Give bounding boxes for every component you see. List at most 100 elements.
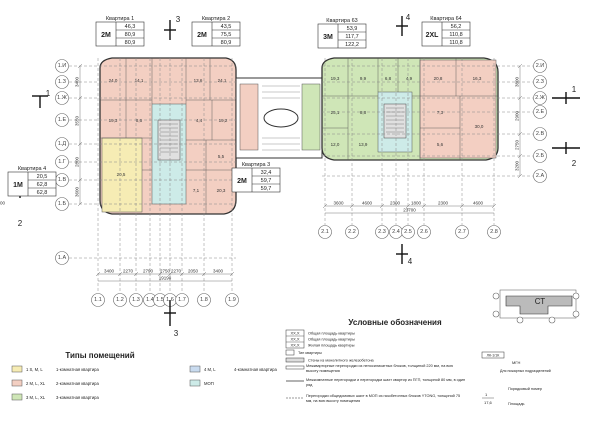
building-2-rooms [322,58,498,160]
b2-dim-0: 3600 [333,201,344,206]
section-mark-1-left: 1 [46,89,51,98]
section-mark-1-right: 1 [572,85,577,94]
left-dim-1: 3550 [75,115,80,126]
stamp-value-kv64-2: 110,8 [449,40,462,46]
stamp-value-kv3-0: 32,4 [261,170,272,176]
axis-bottom2-2: 2.3 [375,225,389,239]
b1-dim-3: 2750 [160,269,171,274]
axis-bottom2-6: 2.7 [455,225,469,239]
svg-text:20,5: 20,5 [117,172,126,177]
svg-text:1.5: 1.5 [156,297,164,303]
svg-text:7,3: 7,3 [437,110,444,115]
svg-text:5,6: 5,6 [437,142,444,147]
mgn-code: ЛК-1/1К [487,354,501,358]
svg-text:1.7: 1.7 [178,297,186,303]
room-no-label: Порядковый номер [508,387,542,391]
key-plan-label: СТ [535,297,546,306]
b2-dim-4: 2300 [438,201,449,206]
stamp-row-3: XX,X [290,343,299,348]
building-1-rooms [100,58,236,214]
stamp-value-kv1-0: 46,3 [125,24,136,30]
svg-text:2.Е: 2.Е [536,109,545,115]
axis-left-0: 1.И [55,59,69,73]
section-mark-2-right: 2 [572,159,577,168]
svg-text:2.И: 2.И [536,63,545,69]
axis-left-4: 1.Д [55,137,69,151]
svg-text:2.1: 2.1 [321,229,329,235]
svg-text:4,4: 4,4 [196,118,203,123]
svg-text:1.Д: 1.Д [58,141,67,147]
svg-text:2.3: 2.3 [378,229,386,235]
room-type-0: 1 S, M, L 1-комнатная квартира [11,365,100,373]
section-mark-3-top: 3 [176,15,181,24]
section-mark-4-top: 4 [406,13,411,22]
stamp-value-kv2-1: 75,5 [221,32,232,38]
room-type-code-2: 3 M, L, XL [26,395,46,400]
room-type-swatch-2 [11,393,23,401]
room-type-label-1: 2-комнатная квартира [56,381,100,386]
svg-text:1.Ж: 1.Ж [57,95,67,101]
b1-dim-1: 2270 [123,269,134,274]
legend-item-interior: Межкомнатные перегородки и перегородки ш… [306,378,466,387]
axis-left-2: 1.Ж [55,91,69,105]
legend-item-type: Тип квартиры [298,351,322,355]
axis-right-1: 2.З [533,75,547,89]
stamp-value-kv4-2: 62,8 [37,190,48,196]
b2-dim-1: 4600 [362,201,373,206]
legend-item-partitions: Межквартирные перегородки из пеносиликат… [306,364,454,373]
room-type-swatch-0 [11,365,23,373]
stamp-desc-2: Общая площадь квартиры [308,338,355,342]
svg-text:13,9: 13,9 [359,142,368,147]
room-type-code-0: 1 S, M, L [26,367,43,372]
svg-text:6,8: 6,8 [385,76,392,81]
b1-dim-total: 19190 [159,276,172,281]
stamp-value-kv3-1: 59,7 [261,178,272,184]
axis-right-3: 2.Е [533,105,547,119]
legend-item-shafts: Перегородки общедомовых шахт в МОП из га… [306,394,461,403]
axis-bottom1-2: 1.3 [129,293,143,307]
left-dim-0: 3400 [75,76,80,87]
svg-text:2.В: 2.В [536,131,545,137]
room-type-code-4: МОП [204,381,214,386]
axis-left-7: 1.Б [55,197,69,211]
svg-text:2.Ж: 2.Ж [535,95,545,101]
section-mark-2-left: 2 [18,219,23,228]
stamp-desc-3: Жилая площадь квартиры [308,344,355,348]
axis-bottom2-1: 2.2 [345,225,359,239]
apt64-zone [419,59,497,159]
area-label: Площадь [508,402,525,406]
room-type-4: МОП [189,379,214,387]
axis-bottom1-0: 1.1 [91,293,105,307]
b2-dim-5: 4600 [473,201,484,206]
svg-text:25,1: 25,1 [331,110,340,115]
axis-left-6: 1.В [55,173,69,187]
axis-right-2: 2.Ж [533,91,547,105]
axis-bottom2-5: 2.6 [417,225,431,239]
svg-text:2.5: 2.5 [404,229,412,235]
stamp-value-kv4-0: 20,5 [37,174,48,180]
stamp-value-kv1-1: 80,9 [125,32,136,38]
apt4-zone [101,137,143,213]
stamp-row-1: XX,X [290,331,299,336]
stamp-title-kv3: Квартира 3 [242,162,270,168]
fire-label: Для пожарных подразделений [500,369,551,373]
key-plan: СТ [492,289,580,324]
left-dim-2: 2800 [75,156,80,167]
stamp-value-kv64-1: 110,8 [449,32,462,38]
room-type-label-0: 1-комнатная квартира [56,367,100,372]
svg-text:1.И: 1.И [58,63,67,69]
axis-bottom2-4: 2.5 [401,225,415,239]
stamp-type-kv3: 2M [237,178,247,185]
axis-left-1: 1.З [55,75,69,89]
room-type-code-3: 4 M, L [204,367,216,372]
axes-left: 1.И1.З1.Ж1.Е1.Д1.Г1.В1.Б1.А [55,59,69,265]
